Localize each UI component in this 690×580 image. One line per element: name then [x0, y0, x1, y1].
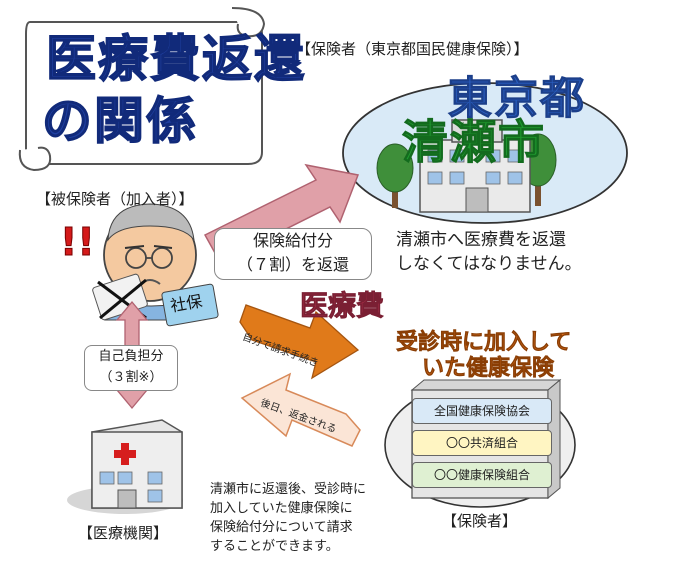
insurer-list: 全国健康保険協会 〇〇共済組合 〇〇健康保険組合: [412, 398, 552, 494]
benefit-callout-line1: 保険給付分: [252, 231, 333, 250]
tree-icon: [376, 133, 557, 208]
city-hall-building-icon: [419, 119, 531, 213]
note-line2: 加入していた健康保険に: [210, 501, 353, 516]
must-return-line1: 清瀬市へ医療費を返還: [396, 230, 566, 250]
refund-arrow: [240, 372, 361, 447]
self-request-arrow: [239, 304, 360, 380]
kiyose-label: 清瀬市: [402, 115, 546, 170]
note-line1: 清瀬市に返還後、受診時に: [210, 482, 367, 497]
insurer-bottom-label: 【保険者】: [442, 512, 518, 530]
insured-label: 【被保険者（加入者）】: [36, 190, 194, 208]
insurer-item-3: 〇〇健康保険組合: [412, 462, 552, 488]
tokyo-label: 東京都: [448, 73, 586, 125]
medical-institution-label: 【医療機関】: [78, 524, 169, 542]
exclamation-mark: !!: [60, 220, 96, 265]
insurance-at-visit-line1: 受診時に加入して: [396, 330, 572, 356]
insurer-item-1: 全国健康保険協会: [412, 398, 552, 424]
note-line3: 保険給付分について請求: [210, 520, 353, 535]
banner-title-line2: の関係: [41, 91, 198, 151]
hospital-building-icon: [67, 419, 183, 514]
must-return-line2: しなくてはなりません。: [396, 254, 582, 274]
benefit-return-callout: 保険給付分 （７割）を返還: [214, 228, 372, 280]
note-line4: することができます。: [210, 539, 339, 554]
insurance-at-visit-line2: いた健康保険: [422, 356, 555, 382]
banner-title-line1: 医療費返還: [45, 29, 306, 89]
medical-cost-label: 医療費: [300, 289, 385, 323]
insurance-at-visit-title: 受診時に加入して いた健康保険: [396, 330, 572, 382]
insurer-item-2: 〇〇共済組合: [412, 430, 552, 456]
self-pay-callout: 自己負担分 （３割※）: [84, 345, 178, 391]
self-pay-line1: 自己負担分: [98, 349, 164, 364]
benefit-callout-line2: （７割）を返還: [236, 255, 349, 274]
self-pay-line2: （３割※）: [99, 370, 163, 385]
must-return-text: 清瀬市へ医療費を返還 しなくてはなりません。: [396, 228, 582, 276]
scroll-banner-icon: [18, 7, 266, 172]
insurer-top-label: 【保険者（東京都国民健康保険）】: [296, 40, 529, 58]
note-text: 清瀬市に返還後、受診時に 加入していた健康保険に 保険給付分について請求 するこ…: [210, 480, 366, 556]
